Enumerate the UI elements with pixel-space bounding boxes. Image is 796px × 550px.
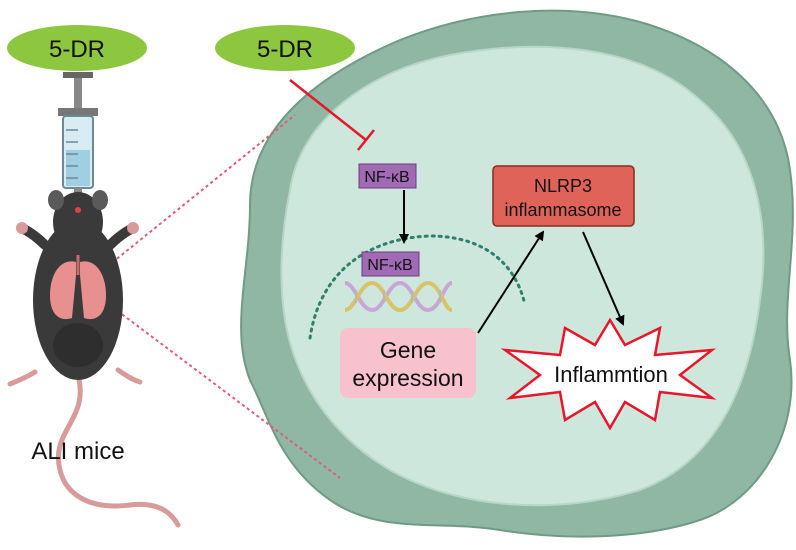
dna-icon — [344, 280, 453, 313]
nfkb-cytoplasm: NF-κB — [358, 163, 417, 189]
gene-expression-box: Gene expression — [340, 328, 476, 398]
zoom-line-top — [102, 114, 296, 271]
gene-expression-line1: Gene — [380, 337, 436, 363]
mouse-caption: ALI mice — [31, 438, 124, 465]
drug-left: 5-DR — [7, 25, 147, 71]
inflammation-label: Inflammtion — [554, 362, 668, 387]
nfkb-cytoplasm-label: NF-κB — [364, 169, 409, 186]
inflammation-burst: Inflammtion — [500, 317, 717, 431]
zoom-line-bottom — [102, 299, 341, 479]
nuclear-envelope — [308, 234, 527, 340]
drug-right: 5-DR — [215, 25, 355, 71]
mouse-icon — [7, 190, 181, 528]
nfkb-nucleus: NF-κB — [361, 251, 420, 277]
gene-expression-line2: expression — [352, 365, 463, 391]
syringe-icon — [58, 72, 98, 210]
expression-arrow — [477, 230, 545, 334]
nlrp3-line1: NLRP3 — [534, 176, 592, 196]
nlrp3-box: NLRP3 inflammasome — [492, 165, 635, 227]
drug-left-label: 5-DR — [49, 36, 105, 63]
activation-arrow — [582, 231, 625, 326]
drug-right-label: 5-DR — [257, 36, 313, 63]
nfkb-nucleus-label: NF-κB — [367, 257, 412, 274]
lungs-icon — [50, 261, 76, 320]
inhibition-arrow — [289, 79, 375, 151]
cell-interior — [280, 45, 765, 507]
nlrp3-line2: inflammasome — [504, 200, 621, 220]
